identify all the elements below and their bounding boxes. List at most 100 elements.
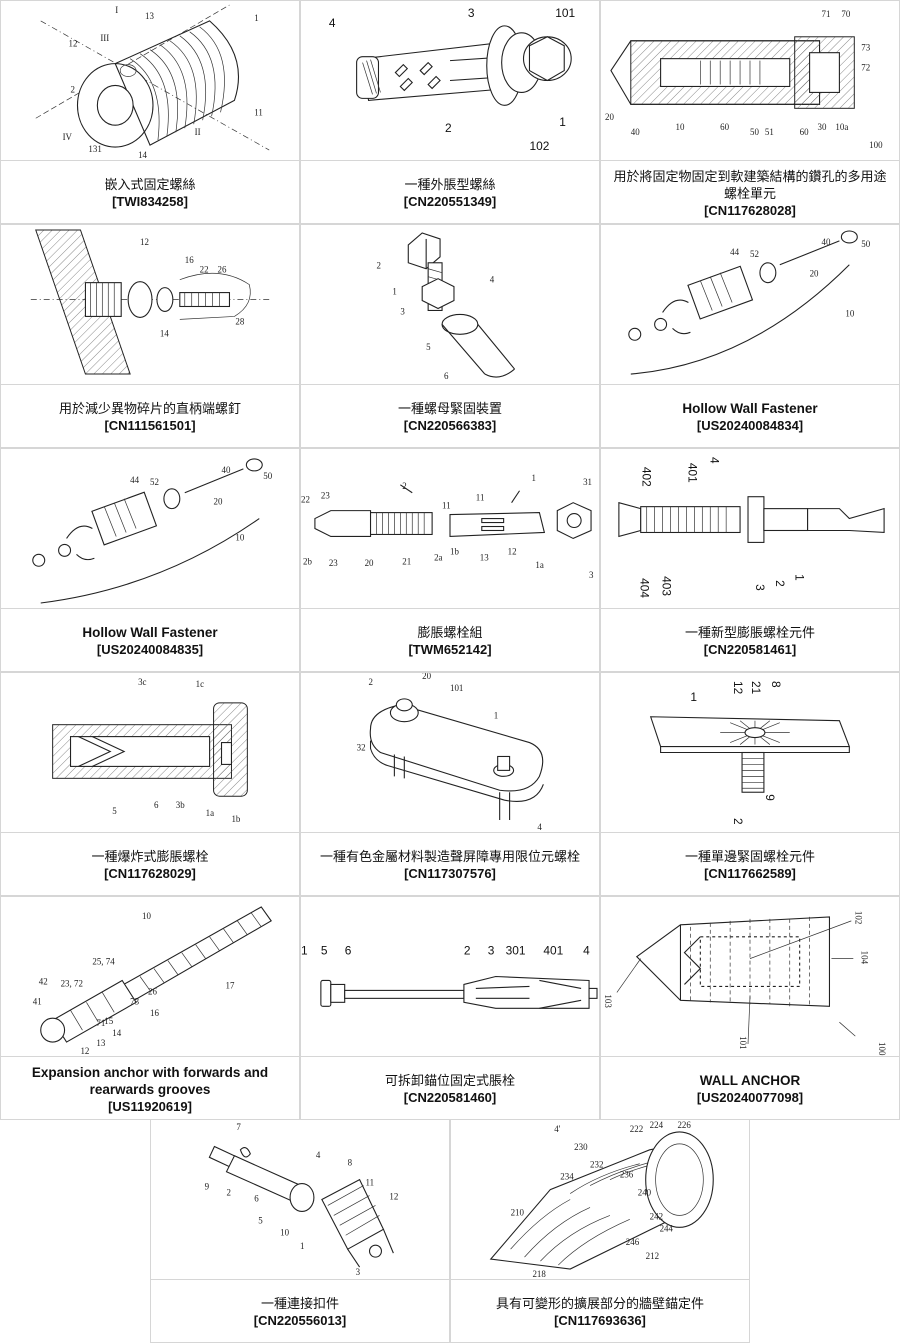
ref-label: 3 bbox=[589, 570, 594, 580]
ref-label: 10 bbox=[676, 122, 685, 132]
patent-drawing: 2 22 23 2b 23 20 21 2a 1 11 11 1b 13 12 … bbox=[301, 449, 599, 609]
patent-card[interactable]: 12 16 22 26 28 14 用於減少異物碎片的直柄端螺釘 [CN1115… bbox=[0, 224, 300, 448]
ref-label: 42 bbox=[39, 976, 48, 986]
patent-card[interactable]: 102 104 103 101 100 WALL ANCHOR [US20240… bbox=[600, 896, 900, 1120]
ref-label: 1 bbox=[690, 690, 697, 704]
ref-label: 3 bbox=[468, 6, 475, 20]
ref-label: 8 bbox=[348, 1158, 353, 1168]
patent-id: [CN117307576] bbox=[404, 865, 496, 882]
ref-label: 2 bbox=[226, 1188, 230, 1198]
patent-card[interactable]: 40 50 20 10 44 52 Hollow Wall Fastener [… bbox=[600, 224, 900, 448]
patent-card[interactable]: 3c 1c 5 6 3b 1a 1b 一種爆炸式膨脹螺栓 [CN11762802… bbox=[0, 672, 300, 896]
ref-label: 210 bbox=[511, 1207, 525, 1217]
ref-label: 100 bbox=[869, 140, 883, 150]
patent-id: [CN117662589] bbox=[704, 865, 796, 882]
patent-card[interactable]: 40 50 20 10 44 52 Hollow Wall Fastener [… bbox=[0, 448, 300, 672]
patent-title: Expansion anchor with forwards and rearw… bbox=[9, 1064, 291, 1098]
patent-drawing: 4 3 101 1 2 102 bbox=[301, 1, 599, 161]
patent-drawing: 402 401 4 404 403 3 2 1 bbox=[601, 449, 899, 609]
ref-label: 20 bbox=[605, 112, 614, 122]
patent-drawing: I 13 III IV II 12 11 131 2 1 14 bbox=[1, 1, 299, 161]
patent-card[interactable]: 4' 222 224 226 230 232 234 236 240 242 2… bbox=[450, 1119, 750, 1343]
patent-drawing: 4' 222 224 226 230 232 234 236 240 242 2… bbox=[451, 1120, 749, 1280]
ref-label: 1a bbox=[535, 560, 543, 570]
ref-label: 73 bbox=[130, 996, 139, 1006]
patent-card[interactable]: 10 17 25, 74 26 16 42 23, 72 73 41 71 15… bbox=[0, 896, 300, 1120]
patent-drawing: 7 4 8 9 2 6 5 11 12 10 1 3 bbox=[151, 1120, 449, 1280]
patent-caption: 一種螺母緊固裝置 [CN220566383] bbox=[301, 385, 599, 449]
ref-label: 3 bbox=[356, 1267, 361, 1277]
ref-label: 5 bbox=[258, 1215, 263, 1225]
patent-title: 用於將固定物固定到軟建築結構的鑽孔的多用途螺栓單元 bbox=[609, 168, 891, 202]
ref-label: 1b bbox=[231, 814, 240, 824]
ref-label: 40 bbox=[631, 127, 640, 137]
ref-label: 404 bbox=[638, 578, 652, 598]
ref-label: 1 bbox=[494, 711, 498, 721]
patent-card[interactable]: 1 5 6 2 3 301 401 4 可拆卸錨位固定式脹栓 [CN220581… bbox=[300, 896, 600, 1120]
patent-title: 膨脹螺栓組 bbox=[417, 624, 482, 641]
ref-label: 31 bbox=[583, 477, 592, 487]
patent-caption: Expansion anchor with forwards and rearw… bbox=[1, 1057, 299, 1121]
ref-label: 101 bbox=[738, 1036, 748, 1049]
ref-label: 5 bbox=[321, 944, 328, 958]
ref-label: 22 bbox=[200, 265, 209, 275]
ref-label: 40 bbox=[222, 465, 231, 475]
ref-label: 44 bbox=[130, 475, 139, 485]
patent-card[interactable]: 2 20 101 1 32 4 一種有色金屬材料製造聲屏障專用限位元螺栓 [CN… bbox=[300, 672, 600, 896]
ref-label: 2a bbox=[434, 552, 442, 562]
patent-card[interactable]: I 13 III IV II 12 11 131 2 1 14 嵌入式固定螺絲 … bbox=[0, 0, 300, 224]
ref-label: 12 bbox=[389, 1192, 398, 1202]
grid-row-3: 40 50 20 10 44 52 Hollow Wall Fastener [… bbox=[0, 448, 900, 672]
ref-label: 8 bbox=[769, 681, 783, 688]
ref-label: 51 bbox=[765, 127, 774, 137]
ref-label: 14 bbox=[138, 150, 147, 160]
patent-card[interactable]: 2 1 3 4 5 6 一種螺母緊固裝置 [CN220566383] bbox=[300, 224, 600, 448]
patent-card[interactable]: 1 12 21 8 9 2 一種單邊緊固螺栓元件 [CN117662589] bbox=[600, 672, 900, 896]
ref-label: 60 bbox=[800, 127, 809, 137]
ref-label: 104 bbox=[859, 951, 869, 965]
patent-title: Hollow Wall Fastener bbox=[82, 624, 217, 641]
ref-label: 4 bbox=[316, 1150, 321, 1160]
patent-card[interactable]: 402 401 4 404 403 3 2 1 一種新型膨脹螺栓元件 [CN22… bbox=[600, 448, 900, 672]
ref-label: 15 bbox=[104, 1016, 113, 1026]
patent-id: [CN117693636] bbox=[554, 1312, 646, 1329]
patent-drawing: 1 5 6 2 3 301 401 4 bbox=[301, 897, 599, 1057]
ref-label: 25, 74 bbox=[92, 957, 115, 967]
grid-row-1: I 13 III IV II 12 11 131 2 1 14 嵌入式固定螺絲 … bbox=[0, 0, 900, 224]
patent-id: [CN220581461] bbox=[704, 641, 797, 658]
patent-id: [CN220556013] bbox=[254, 1312, 347, 1329]
ref-label: 73 bbox=[861, 43, 870, 53]
patent-title: 一種外脹型螺絲 bbox=[404, 176, 495, 193]
ref-label: 240 bbox=[638, 1188, 652, 1198]
ref-label: 16 bbox=[150, 1008, 159, 1018]
patent-card[interactable]: 2 22 23 2b 23 20 21 2a 1 11 11 1b 13 12 … bbox=[300, 448, 600, 672]
ref-label: 101 bbox=[555, 6, 575, 20]
ref-label: 6 bbox=[154, 800, 159, 810]
ref-label: 11 bbox=[476, 493, 485, 503]
patent-title: 一種連接扣件 bbox=[261, 1295, 339, 1312]
ref-label: 10 bbox=[142, 911, 151, 921]
ref-label: 11 bbox=[254, 107, 263, 117]
patent-card[interactable]: 7 4 8 9 2 6 5 11 12 10 1 3 一種連接扣件 [CN220… bbox=[150, 1119, 450, 1343]
ref-label: I bbox=[115, 5, 118, 15]
ref-label: IV bbox=[63, 132, 73, 142]
ref-label: 11 bbox=[442, 501, 451, 511]
patent-drawing: 40 50 20 10 44 52 bbox=[601, 225, 899, 385]
ref-label: 230 bbox=[574, 1142, 588, 1152]
ref-label: 401 bbox=[543, 944, 563, 958]
ref-label: 23, 72 bbox=[61, 978, 83, 988]
grid-row-6: 7 4 8 9 2 6 5 11 12 10 1 3 一種連接扣件 [CN220… bbox=[0, 1119, 900, 1343]
ref-label: 9 bbox=[205, 1182, 210, 1192]
ref-label: 6 bbox=[254, 1193, 259, 1203]
ref-label: 20 bbox=[810, 269, 819, 279]
ref-label: 3c bbox=[138, 677, 146, 687]
ref-label: 44 bbox=[730, 247, 739, 257]
patent-title: 一種爆炸式膨脹螺栓 bbox=[91, 848, 208, 865]
patent-card[interactable]: 4 3 101 1 2 102 一種外脹型螺絲 [CN220551349] bbox=[300, 0, 600, 224]
ref-label: 52 bbox=[750, 249, 759, 259]
ref-label: 2 bbox=[773, 580, 787, 587]
patent-card[interactable]: 71 70 73 72 20 40 10 60 50 51 60 30 10a … bbox=[600, 0, 900, 224]
ref-label: 26 bbox=[218, 265, 227, 275]
patent-caption: 用於減少異物碎片的直柄端螺釘 [CN111561501] bbox=[1, 385, 299, 449]
ref-label: 401 bbox=[685, 463, 699, 483]
